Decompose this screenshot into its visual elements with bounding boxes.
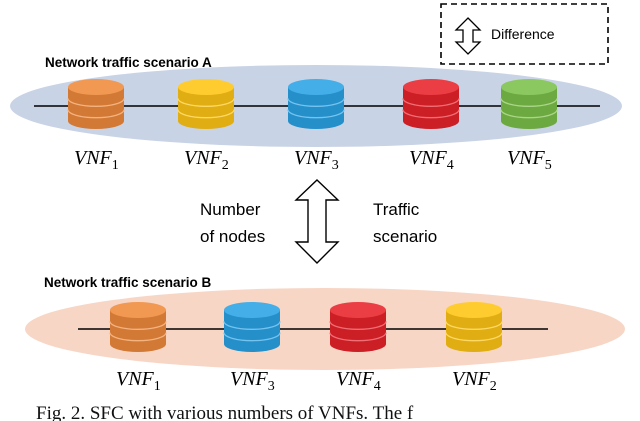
vnf-node: VNF4 (402, 79, 460, 173)
vnf-label: VNF5 (507, 147, 552, 173)
transition-right-line2: scenario (373, 227, 437, 246)
scenario-a-nodes: VNF1 VNF2 VNF3 VNF4 VNF5 (67, 79, 558, 173)
vnf-cylinder-band (177, 109, 235, 119)
vnf-cylinder-top (110, 302, 166, 318)
vnf-label: VNF4 (409, 147, 454, 173)
transition: Number of nodes Traffic scenario (200, 179, 437, 264)
vnf-node: VNF4 (329, 302, 387, 394)
vnf-label: VNF1 (74, 147, 119, 173)
vnf-cylinder-band (329, 332, 387, 342)
vnf-cylinder-band (223, 332, 281, 342)
vnf-cylinder-body (178, 87, 234, 129)
double-arrow-icon (294, 179, 340, 264)
transition-left-line1: Number (200, 200, 261, 219)
scenario-b-nodes: VNF1 VNF3 VNF4 VNF2 (109, 302, 503, 394)
vnf-node: VNF1 (67, 79, 125, 173)
legend-box (440, 3, 609, 65)
vnf-cylinder-top (288, 79, 344, 95)
vnf-cylinder-top (330, 302, 386, 318)
vnf-cylinder-band (109, 321, 167, 330)
vnf-cylinder-top (68, 79, 124, 95)
transition-right-line1: Traffic (373, 200, 420, 219)
legend-label: Difference (491, 26, 555, 42)
vnf-cylinder-band (402, 98, 460, 107)
vnf-label: VNF3 (294, 147, 339, 173)
vnf-cylinder-body (403, 87, 459, 129)
vnf-cylinder-body (330, 310, 386, 352)
vnf-label: VNF3 (230, 368, 275, 394)
vnf-cylinder-band (445, 332, 503, 342)
vnf-cylinder-top (501, 79, 557, 95)
figure-caption: Fig. 2. SFC with various numbers of VNFs… (36, 403, 414, 421)
vnf-node: VNF3 (223, 302, 281, 394)
vnf-cylinder-band (177, 98, 235, 107)
vnf-cylinder-body (68, 87, 124, 129)
vnf-cylinder-band (500, 98, 558, 107)
vnf-cylinder-band (287, 109, 345, 119)
vnf-cylinder-band (109, 332, 167, 342)
vnf-cylinder-band (445, 321, 503, 330)
vnf-label: VNF1 (116, 368, 161, 394)
double-arrow-icon (454, 17, 482, 55)
legend: Difference (440, 3, 609, 65)
vnf-cylinder-top (178, 79, 234, 95)
vnf-label: VNF2 (452, 368, 497, 394)
vnf-cylinder-body (446, 310, 502, 352)
transition-left-line2: of nodes (200, 227, 265, 246)
vnf-cylinder-body (224, 310, 280, 352)
vnf-cylinder-band (67, 98, 125, 107)
scenario-a-title: Network traffic scenario A (45, 55, 212, 70)
vnf-cylinder-band (329, 321, 387, 330)
vnf-node: VNF1 (109, 302, 167, 394)
scenario-b-title: Network traffic scenario B (44, 275, 212, 290)
vnf-cylinder-band (500, 109, 558, 119)
vnf-cylinder-body (288, 87, 344, 129)
vnf-cylinder-band (287, 98, 345, 107)
vnf-node: VNF5 (500, 79, 558, 173)
vnf-label: VNF2 (184, 147, 229, 173)
vnf-cylinder-band (223, 321, 281, 330)
vnf-cylinder-top (446, 302, 502, 318)
vnf-node: VNF3 (287, 79, 345, 173)
vnf-node: VNF2 (177, 79, 235, 173)
vnf-cylinder-top (224, 302, 280, 318)
vnf-cylinder-band (67, 109, 125, 119)
vnf-cylinder-body (501, 87, 557, 129)
vnf-cylinder-top (403, 79, 459, 95)
vnf-label: VNF4 (336, 368, 381, 394)
vnf-cylinder-body (110, 310, 166, 352)
vnf-cylinder-band (402, 109, 460, 119)
vnf-node: VNF2 (445, 302, 503, 394)
